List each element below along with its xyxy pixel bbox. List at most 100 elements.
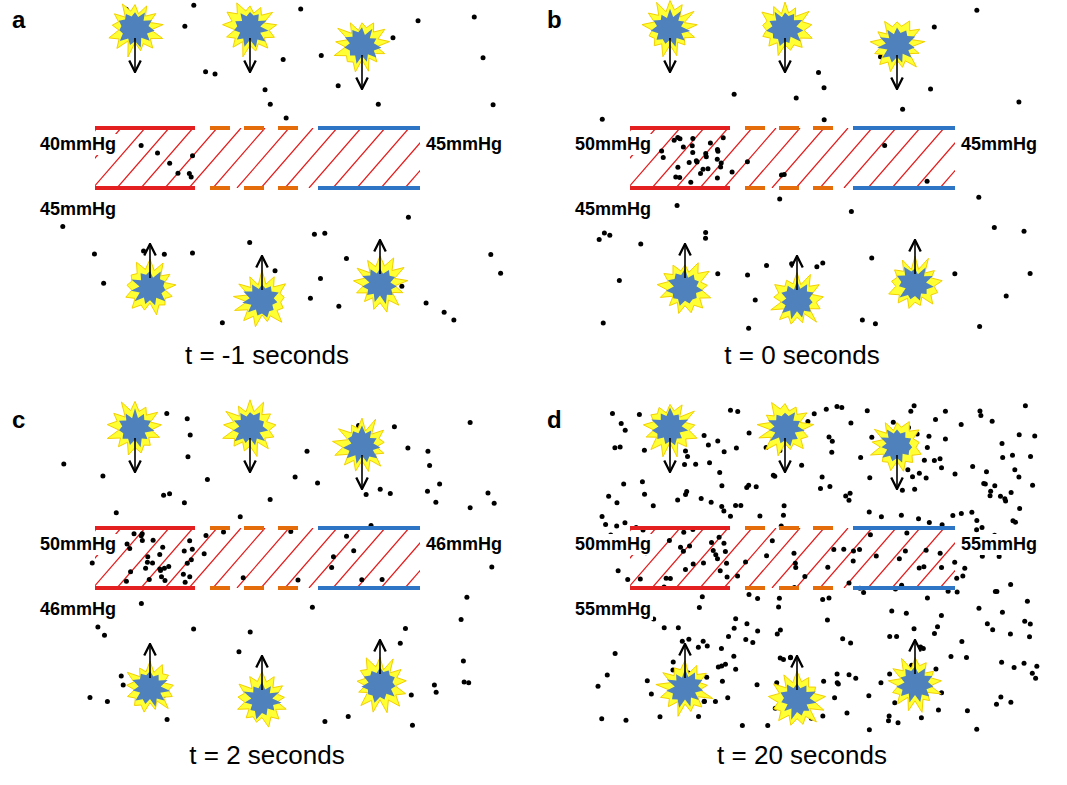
molecule-dot [642,448,647,453]
molecule-dot [140,531,145,536]
pressure-label: 55mmHg [959,534,1039,555]
molecule-dot [657,714,662,719]
molecule-dot [485,490,490,495]
molecule-dot [489,565,494,570]
hatch-line [165,128,217,188]
molecule-dot [159,574,164,579]
molecule-dot [427,463,432,468]
star-core [133,671,171,707]
molecule-dot [336,304,341,309]
pressure-label: 46mmHg [424,534,504,555]
molecule-dot [746,326,751,331]
molecule-dot [781,513,786,518]
molecule-dot [900,107,905,112]
molecule-dot [105,699,110,704]
molecule-dot [607,233,612,238]
molecule-dot [976,195,981,200]
molecule-dot [268,497,273,502]
molecule-dot [696,714,701,719]
molecule-dot [281,57,286,62]
molecule-dot [442,310,447,315]
star-burst [333,418,385,471]
molecule-dot [638,577,643,582]
hatch-line [724,528,776,588]
molecule-dot [732,626,737,631]
diffusion-arrow [784,438,786,472]
molecule-dot [1028,271,1033,276]
molecule-dot [882,143,887,148]
molecule-dot [683,567,688,572]
molecule-dot [747,430,752,435]
molecule-dot [853,676,858,681]
molecule-dot [969,510,974,515]
molecule-dot [167,161,172,166]
molecule-dot [398,641,403,646]
diffusion-arrow [379,240,381,274]
molecule-dot [613,651,618,656]
molecule-dot [974,8,979,13]
molecule-dot [121,682,126,687]
molecule-dot [788,655,793,660]
molecule-dot [190,153,195,158]
molecule-dot [794,95,799,100]
molecule-dot [950,513,955,518]
molecule-dot [721,135,726,140]
molecule-dot [127,546,132,551]
molecule-dot [904,611,909,616]
molecule-dot [705,166,710,171]
capillary-wall [210,586,302,590]
hatch-line [748,528,800,588]
molecule-dot [618,445,623,450]
molecule-dot [753,298,758,303]
molecule-dot [114,510,119,515]
molecule-dot [721,509,726,514]
molecule-dot [190,547,195,552]
pressure-label: 55mmHg [573,599,653,620]
molecule-dot [60,224,65,229]
arterial-wall [95,526,195,530]
molecule-dot [735,573,740,578]
hatch-line [261,128,313,188]
panel-letter: d [547,406,562,434]
molecule-dot [867,475,872,480]
molecule-dot [974,518,979,523]
molecule-dot [619,421,624,426]
molecule-dot [623,718,628,723]
molecule-dot [791,551,796,556]
molecule-dot [308,296,313,301]
molecule-dot [988,493,993,498]
molecule-dot [451,318,456,323]
cell-source [233,256,285,327]
molecule-dot [924,476,929,481]
molecule-dot [425,449,430,454]
cell-source [656,644,713,716]
star-core [781,684,817,720]
diffusion-arrow [249,438,251,472]
arterial-wall [630,586,730,590]
molecule-dot [703,236,708,241]
pressure-label: 45mmHg [959,134,1039,155]
molecule-dot [1017,506,1022,511]
molecule-dot [676,625,681,630]
molecule-dot [687,543,692,548]
molecule-dot [1008,582,1013,587]
molecule-dot [462,680,467,685]
molecule-dot [481,55,486,60]
molecule-dot [912,626,917,631]
molecule-dot [87,695,92,700]
molecule-dot [189,175,194,180]
hatch-line [844,128,896,188]
molecule-dot [840,636,845,641]
molecule-dot [917,565,922,570]
diffusion-arrow [134,438,136,472]
molecule-dot [980,525,985,530]
molecule-dot [846,498,851,503]
molecule-dot [376,102,381,107]
molecule-dot [965,708,970,713]
time-caption: t = 0 seconds [721,341,882,371]
panel-drawing [580,403,1039,733]
diffusion-arrow [796,256,798,290]
molecule-dot [733,616,738,621]
molecule-dot [738,503,743,508]
molecule-dot [932,458,937,463]
